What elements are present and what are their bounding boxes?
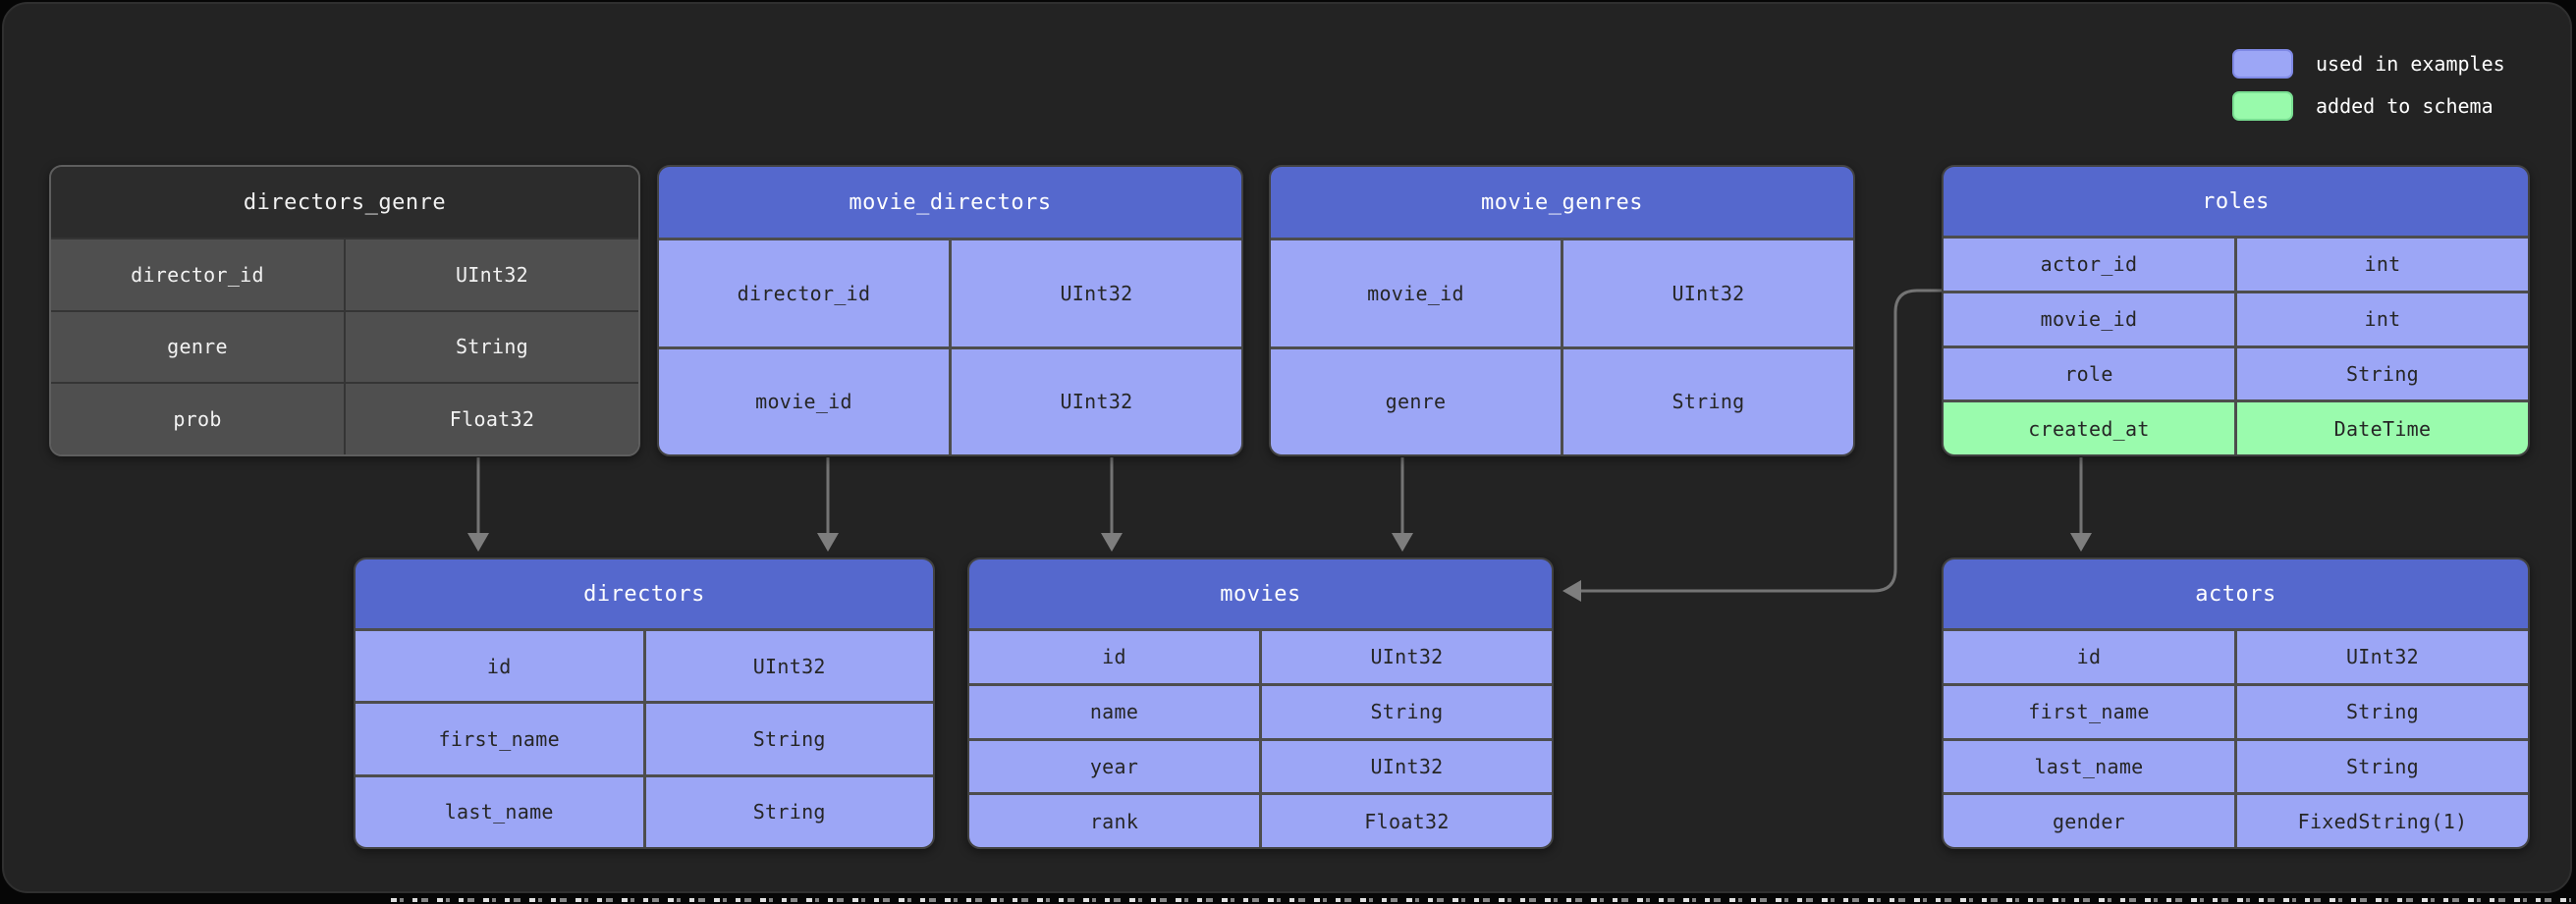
field-name-cell-roles-created_at: created_at <box>1944 402 2234 454</box>
legend-item-added-to-schema: added to schema <box>2232 91 2505 121</box>
legend-item-used-in-examples: used in examples <box>2232 49 2505 79</box>
field-name-cell-directors-first_name: first_name <box>356 704 643 774</box>
field-name-cell-directors_genre-director_id: director_id <box>51 239 344 310</box>
field-type-cell-movies-id: UInt32 <box>1262 631 1552 683</box>
field-name-cell-movie_genres-movie_id: movie_id <box>1271 240 1561 346</box>
field-type-cell-movies-rank: Float32 <box>1262 795 1552 847</box>
legend-swatch-added-to-schema <box>2232 91 2293 121</box>
table-title-roles: roles <box>1944 167 2528 236</box>
table-title-directors_genre: directors_genre <box>51 167 638 238</box>
field-name-cell-movies-rank: rank <box>969 795 1259 847</box>
table-title-actors: actors <box>1944 559 2528 628</box>
field-type-cell-movie_genres-movie_id: UInt32 <box>1563 240 1853 346</box>
field-name-cell-directors_genre-genre: genre <box>51 311 344 383</box>
field-type-cell-directors_genre-genre: String <box>346 311 638 383</box>
field-type-cell-directors-first_name: String <box>645 704 933 774</box>
legend-label: used in examples <box>2316 52 2505 76</box>
field-name-cell-actors-first_name: first_name <box>1944 685 2234 738</box>
table-title-movie_directors: movie_directors <box>659 167 1241 238</box>
field-type-cell-movie_directors-director_id: UInt32 <box>952 240 1241 346</box>
field-type-cell-roles-movie_id: int <box>2237 292 2528 346</box>
field-name-cell-roles-role: role <box>1944 347 2234 400</box>
field-name-cell-roles-movie_id: movie_id <box>1944 292 2234 346</box>
table-title-movies: movies <box>969 559 1552 628</box>
field-name-cell-movie_directors-director_id: director_id <box>659 240 949 346</box>
field-type-cell-actors-gender: FixedString(1) <box>2237 795 2528 847</box>
field-type-cell-movies-year: UInt32 <box>1262 740 1552 793</box>
legend-swatch-used-in-examples <box>2232 49 2293 79</box>
field-name-cell-directors_genre-prob: prob <box>51 384 344 454</box>
field-name-cell-movie_directors-movie_id: movie_id <box>659 348 949 454</box>
field-name-cell-directors-last_name: last_name <box>356 776 643 847</box>
field-type-cell-directors-id: UInt32 <box>645 631 933 702</box>
field-name-cell-movies-name: name <box>969 685 1259 738</box>
field-type-cell-directors-last_name: String <box>645 776 933 847</box>
field-type-cell-movie_genres-genre: String <box>1563 348 1853 454</box>
field-name-cell-movies-id: id <box>969 631 1259 683</box>
field-type-cell-roles-actor_id: int <box>2237 239 2528 291</box>
field-type-cell-directors_genre-prob: Float32 <box>346 384 638 454</box>
field-type-cell-roles-created_at: DateTime <box>2237 402 2528 454</box>
bottom-edge-artifact <box>391 898 2571 902</box>
field-name-cell-actors-gender: gender <box>1944 795 2234 847</box>
table-title-directors: directors <box>356 559 933 628</box>
field-name-cell-actors-last_name: last_name <box>1944 740 2234 793</box>
field-name-cell-actors-id: id <box>1944 631 2234 683</box>
legend-label: added to schema <box>2316 94 2494 118</box>
field-name-cell-movie_genres-genre: genre <box>1271 348 1561 454</box>
field-type-cell-actors-first_name: String <box>2237 685 2528 738</box>
legend: used in examples added to schema <box>2232 49 2505 133</box>
field-type-cell-roles-role: String <box>2237 347 2528 400</box>
field-type-cell-actors-last_name: String <box>2237 740 2528 793</box>
field-type-cell-actors-id: UInt32 <box>2237 631 2528 683</box>
field-name-cell-movies-year: year <box>969 740 1259 793</box>
field-type-cell-movies-name: String <box>1262 685 1552 738</box>
table-title-movie_genres: movie_genres <box>1271 167 1853 238</box>
field-name-cell-roles-actor_id: actor_id <box>1944 239 2234 291</box>
field-type-cell-directors_genre-director_id: UInt32 <box>346 239 638 310</box>
field-type-cell-movie_directors-movie_id: UInt32 <box>952 348 1241 454</box>
field-name-cell-directors-id: id <box>356 631 643 702</box>
